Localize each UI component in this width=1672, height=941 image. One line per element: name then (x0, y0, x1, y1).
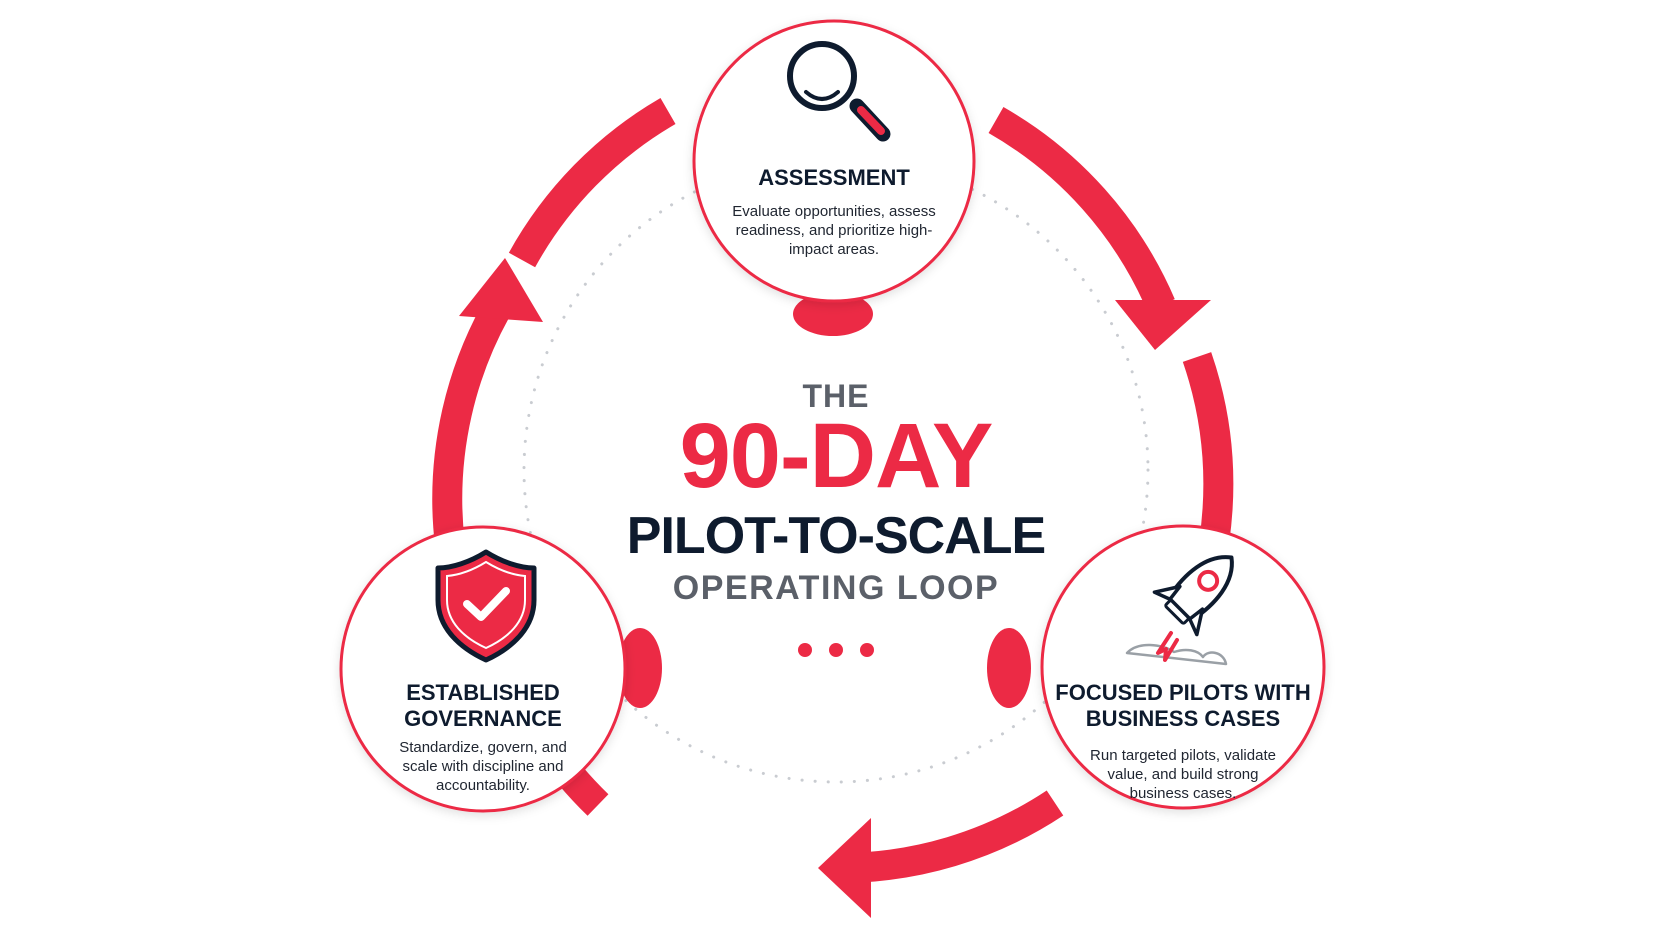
dot (798, 643, 812, 657)
circle-governance (339, 525, 627, 813)
title-the: THE (802, 378, 870, 414)
stage-description-assessment: Evaluate opportunities, assess readiness… (732, 203, 936, 258)
stage-description-governance: Standardize, govern, and scale with disc… (399, 739, 567, 794)
arrowhead-left (459, 258, 543, 322)
decorative-dots (798, 643, 874, 657)
dot (829, 643, 843, 657)
arrowhead-right (1115, 300, 1211, 350)
node-connectors (618, 292, 1031, 708)
circle-pilots (1040, 524, 1326, 810)
magnifying-glass-icon (787, 41, 891, 142)
title-main: 90-DAY (679, 405, 994, 507)
stage-circles (339, 19, 1326, 813)
rocket-icon (1125, 555, 1234, 666)
circle-assessment (692, 19, 976, 303)
arc-top-left (508, 98, 676, 268)
arc-governance-to-assessment (432, 281, 521, 547)
arrowhead-bottom (818, 818, 871, 918)
arc-assessment-to-pilots (988, 106, 1175, 311)
stage-description-pilots: Run targeted pilots, validate value, and… (1090, 747, 1276, 802)
inner-dotted-ring (522, 156, 1150, 784)
title-subtitle: PILOT-TO-SCALE (626, 507, 1046, 565)
title-tagline: OPERATING LOOP (672, 569, 1000, 607)
loop-arrowheads (459, 258, 1211, 918)
stage-title-pilots: FOCUSED PILOTS WITH BUSINESS CASES (1055, 680, 1311, 731)
dot (860, 643, 874, 657)
shield-check-icon (435, 549, 537, 663)
stage-title-governance: ESTABLISHED GOVERNANCE (404, 680, 562, 731)
stage-title-assessment: ASSESSMENT (758, 165, 910, 190)
